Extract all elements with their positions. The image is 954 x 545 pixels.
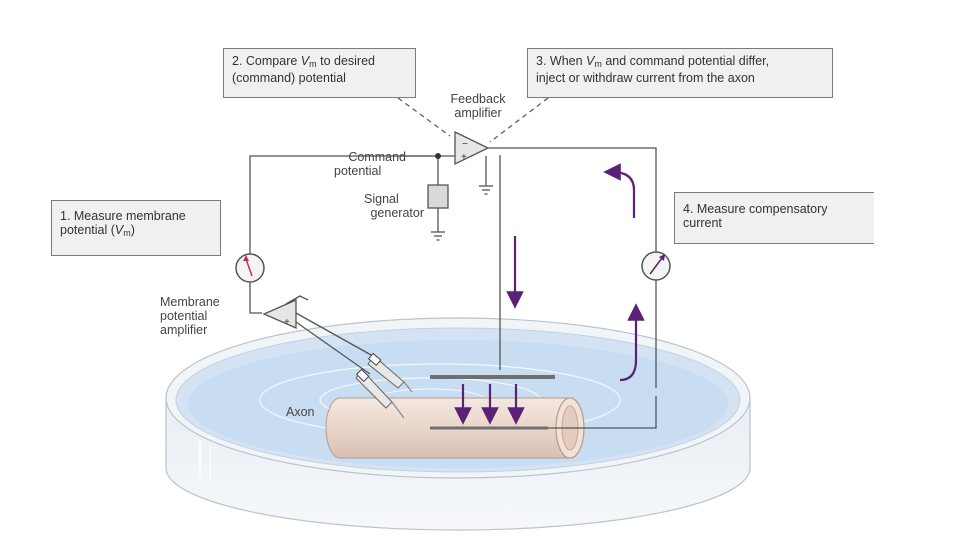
svg-text:+: + [284,317,290,328]
step2-var: V [300,54,310,68]
svg-text:+: + [461,152,467,163]
feedback-label-line1: Feedback [450,92,506,106]
step1-box: 1. Measure membrane potential (Vm) [51,200,221,256]
signal-generator-label: Signal generator [340,192,424,220]
step3-mid: and command potential differ, [601,54,770,68]
membrane-amplifier: + [262,299,297,329]
step1-text: 1. Measure membrane potential ( [60,209,186,237]
step1-sub: m [123,228,131,238]
ground-symbols [431,185,493,241]
step2-box: 2. Compare Vm to desired (command) poten… [223,48,416,98]
step4-box: 4. Measure compensatory current [674,192,874,244]
voltage-meter [235,253,265,283]
current-meter [641,251,671,281]
current-arrows [454,163,645,425]
command-potential-label: Command potential [320,150,406,178]
step3-sub: m [594,59,602,69]
feedback-amplifier-label: Feedback amplifier [440,92,516,120]
step3-line2: inject or withdraw current from the axon [536,71,755,85]
feedback-label-line2: amplifier [454,106,502,120]
electrode-plates [430,375,555,430]
membrane-amplifier-label: Membrane potential amplifier [160,295,220,337]
command-label-line1: Command [348,150,406,164]
step2-line2: (command) potential [232,71,346,85]
step2-mid: to desired [316,54,375,68]
micro-electrodes [355,352,413,419]
command-label-line2: potential [334,164,382,178]
membrane-label-line3: amplifier [160,323,208,337]
step4-text: 4. Measure compensatory current [683,202,828,230]
membrane-label-line1: Membrane [160,295,220,309]
step1-var: V [114,223,124,237]
membrane-label-line2: potential [160,309,208,323]
signal-label-line1: Signal [364,192,399,206]
step1-tail: ) [130,223,135,237]
step2-pre: 2. Compare [232,54,301,68]
svg-text:−: − [462,139,468,150]
step3-var: V [586,54,595,68]
signal-label-line2: generator [370,206,424,220]
circuit-wires [249,147,657,429]
axon-label: Axon [286,405,315,419]
signal-generator [427,184,449,209]
leader-lines [397,97,549,143]
step3-box: 3. When Vm and command potential differ,… [527,48,833,98]
feedback-amplifier: − + [454,130,490,166]
step3-pre: 3. When [536,54,587,68]
step2-sub: m [309,59,317,69]
junction-dot [435,153,441,159]
